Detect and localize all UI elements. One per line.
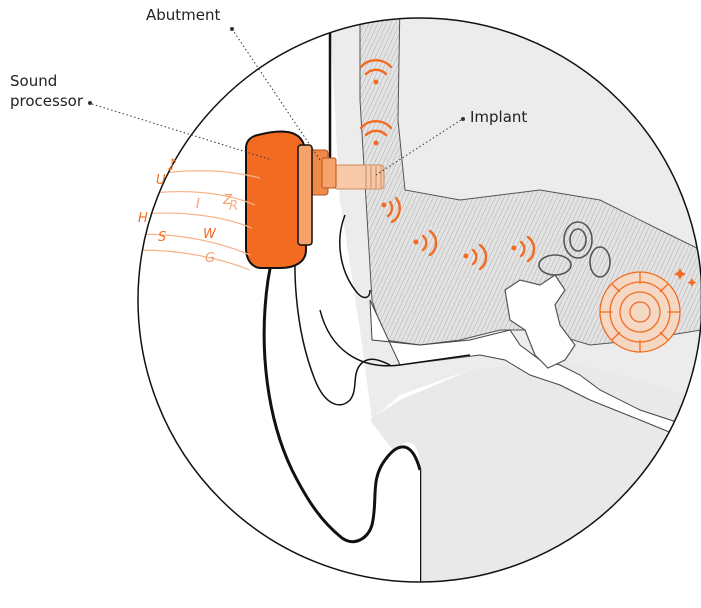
sound-letter: S [158, 230, 166, 245]
top-dot [374, 16, 379, 21]
label-abutment: Abutment [146, 6, 220, 24]
label-sound-processor-line2: processor [10, 92, 83, 110]
music-note-icon: ♪ [167, 155, 177, 174]
sound-processor-leader-dot [88, 101, 92, 105]
sound-processor [246, 132, 312, 268]
sound-letter: W [203, 227, 217, 242]
sound-letter: H [138, 211, 148, 226]
sound-letter: R [229, 199, 238, 214]
abutment [310, 150, 336, 195]
implant-leader-dot [461, 117, 465, 121]
sound-letter: U [156, 173, 166, 188]
sound-letter: I [196, 197, 200, 212]
sound-letter: G [205, 251, 215, 266]
implant [334, 165, 384, 189]
cochlea [600, 272, 680, 352]
abutment-leader-dot [230, 27, 234, 31]
magnified-circle [130, 0, 701, 608]
label-implant: Implant [470, 108, 527, 126]
label-sound-processor-line1: Sound [10, 72, 57, 90]
sound-processor-leader [92, 104, 272, 160]
